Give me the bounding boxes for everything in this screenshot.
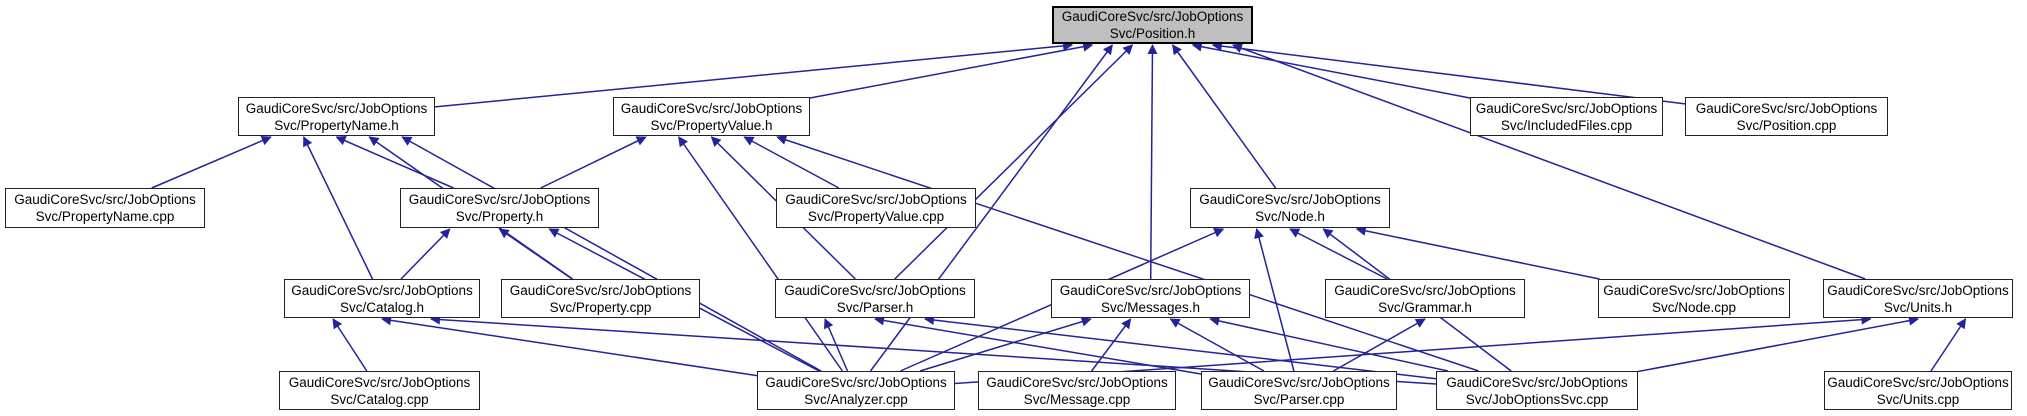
node-label-line1: GaudiCoreSvc/src/JobOptions <box>509 282 692 298</box>
edge-catalog_h-to-property_h <box>400 228 451 280</box>
node-label-line2: Svc/Parser.cpp <box>1253 391 1345 407</box>
edge-units_cpp-to-units_h <box>1930 318 1967 372</box>
node-label-line1: GaudiCoreSvc/src/JobOptions <box>14 192 196 207</box>
node-label-line1: GaudiCoreSvc/src/JobOptions <box>1695 100 1878 116</box>
node-label-line1: GaudiCoreSvc/src/JobOptions <box>765 374 947 390</box>
node-label-line2: Svc/PropertyValue.h <box>650 117 773 133</box>
node-label-line2: Svc/Units.cpp <box>1876 391 1960 407</box>
node-label-line1: GaudiCoreSvc/src/JobOptions <box>1603 282 1785 298</box>
node-label-line1: GaudiCoreSvc/src/JobOptions <box>784 282 966 298</box>
edge-node_h-to-position_h <box>1171 44 1277 189</box>
node-label-line1: GaudiCoreSvc/src/JobOptions <box>1208 374 1390 390</box>
edge-catalog_h-to-property_name_h <box>303 136 374 280</box>
edge-analyzer_cpp-to-parser_h <box>823 318 849 372</box>
node-label-line1: GaudiCoreSvc/src/JobOptions <box>785 192 967 207</box>
node-label-line2: Svc/Message.cpp <box>1023 391 1131 407</box>
node-label-line1: GaudiCoreSvc/src/JobOptions <box>1827 282 2009 298</box>
edge-property_cpp-to-property_h <box>498 228 573 280</box>
node-label-line1: GaudiCoreSvc/src/JobOptions <box>245 100 428 116</box>
node-label-line1: GaudiCoreSvc/src/JobOptions <box>620 100 803 116</box>
edge-position_cpp-to-position_h <box>1211 41 1686 105</box>
node-label-line2: Svc/Catalog.h <box>339 299 425 315</box>
node-label-line2: Svc/Node.h <box>1255 209 1325 224</box>
edge-analyzer_cpp-to-property_value_h <box>678 136 844 372</box>
node-label-line1: GaudiCoreSvc/src/JobOptions <box>291 282 473 298</box>
node-label-line1: GaudiCoreSvc/src/JobOptions <box>1061 9 1244 24</box>
edge-parser_h-to-position_h <box>894 44 1134 280</box>
node-label-line1: GaudiCoreSvc/src/JobOptions <box>288 374 471 390</box>
node-label-line2: Svc/Position.h <box>1109 26 1196 41</box>
edge-analyzer_cpp-to-messages_h <box>919 316 1092 372</box>
edge-joboptionssvc_cpp-to-parser_h <box>924 315 1437 380</box>
edge-property_value_cpp-to-property_value_h <box>743 136 840 189</box>
node-label-line2: Svc/Position.cpp <box>1736 117 1837 133</box>
node-label-line2: Svc/JobOptionsSvc.cpp <box>1465 391 1609 407</box>
node-label-line1: GaudiCoreSvc/src/JobOptions <box>1446 374 1628 390</box>
node-label-line2: Svc/IncludedFiles.cpp <box>1500 117 1633 133</box>
edge-property_h-to-property_value_h <box>540 136 647 189</box>
node-label-line2: Svc/Catalog.cpp <box>330 391 429 407</box>
node-label-line1: GaudiCoreSvc/src/JobOptions <box>408 192 591 207</box>
edge-joboptionssvc_cpp-to-messages_h <box>1209 316 1449 372</box>
node-label-line2: Svc/Messages.h <box>1100 299 1201 315</box>
edge-parser_cpp-to-node_h <box>1254 228 1295 372</box>
node-label-line2: Svc/Parser.h <box>836 299 914 315</box>
edge-message_cpp-to-messages_h <box>1090 318 1132 372</box>
node-label-line2: Svc/Property.h <box>455 209 544 224</box>
edge-included_files_cpp-to-position_h <box>1191 41 1471 99</box>
edge-messages_h-to-position_h <box>1147 44 1158 280</box>
node-label-line2: Svc/Grammar.h <box>1378 299 1472 315</box>
node-label-line2: Svc/PropertyName.h <box>274 117 399 133</box>
edge-node_cpp-to-node_h <box>1355 225 1600 280</box>
node-label-line1: GaudiCoreSvc/src/JobOptions <box>1475 100 1658 116</box>
node-label-line2: Svc/PropertyValue.cpp <box>807 209 945 224</box>
node-label-line1: GaudiCoreSvc/src/JobOptions <box>1059 282 1242 298</box>
node-label-line1: GaudiCoreSvc/src/JobOptions <box>1334 282 1516 298</box>
edge-parser_cpp-to-parser_h <box>874 315 1202 375</box>
node-label-line2: Svc/Node.cpp <box>1651 299 1737 315</box>
node-label-line2: Svc/Analyzer.cpp <box>804 391 908 407</box>
node-label-line1: GaudiCoreSvc/src/JobOptions <box>986 374 1168 390</box>
edge-parser_cpp-to-grammar_h <box>1333 318 1426 372</box>
edge-analyzer_cpp-to-property_name_h <box>401 136 822 372</box>
node-label-line1: GaudiCoreSvc/src/JobOptions <box>1827 374 2009 390</box>
edge-property_h-to-property_name_h <box>335 136 454 189</box>
edge-catalog_cpp-to-catalog_h <box>332 318 368 372</box>
edge-analyzer_cpp-to-catalog_h <box>381 315 758 377</box>
edge-grammar_h-to-node_h <box>1289 228 1388 280</box>
node-label-line1: GaudiCoreSvc/src/JobOptions <box>1199 192 1381 207</box>
edge-joboptionssvc_cpp-to-units_h <box>1637 315 1919 373</box>
edge-property_name_cpp-to-property_name_h <box>151 135 272 189</box>
node-label-line2: Svc/PropertyName.cpp <box>35 209 175 224</box>
edge-property_value_h-to-position_h <box>809 41 1094 99</box>
edge-joboptionssvc_cpp-to-property_value_h <box>776 135 1479 372</box>
node-label-line2: Svc/Units.h <box>1883 299 1953 315</box>
edge-units_h-to-position_h <box>1231 43 1866 280</box>
edge-property_name_h-to-position_h <box>434 40 1074 108</box>
node-label-line2: Svc/Property.cpp <box>549 299 652 315</box>
